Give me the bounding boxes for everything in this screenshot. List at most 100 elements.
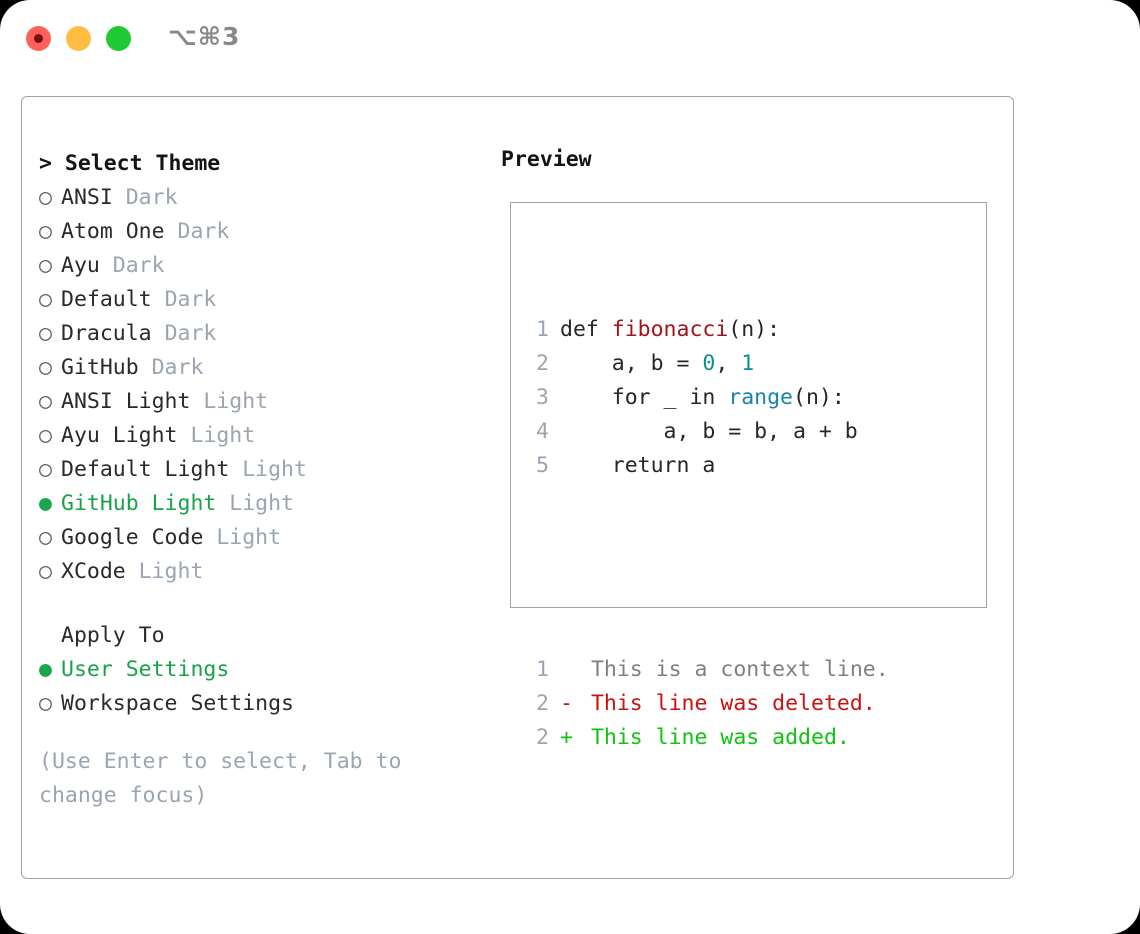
radio-unselected-icon: ○ (39, 691, 52, 716)
keyboard-shortcut-label: ⌥⌘3 (168, 22, 241, 51)
radio-unselected-icon: ○ (39, 355, 52, 380)
theme-name: Google Code (61, 525, 217, 550)
select-theme-heading: > Select Theme (39, 147, 479, 181)
apply-to-indent (39, 619, 61, 653)
code-token: a, b = b, a + b (560, 419, 858, 444)
theme-list-item[interactable]: ○ANSI Dark (39, 181, 479, 215)
radio-unselected-icon: ○ (39, 185, 52, 210)
apply-to-label: Workspace Settings (61, 691, 294, 716)
diff-line-body: + This line was added. (560, 725, 850, 750)
line-number: 4 (536, 419, 549, 444)
diff-line: 2 - This line was deleted. (527, 687, 889, 721)
keyboard-hint: (Use Enter to select, Tab to change focu… (39, 749, 415, 808)
theme-name: ANSI Light (61, 389, 204, 414)
theme-list-item[interactable]: ○Ayu Dark (39, 249, 479, 283)
line-number: 3 (536, 385, 549, 410)
code-token: range (728, 385, 794, 410)
theme-list-item[interactable]: ○Ayu Light Light (39, 419, 479, 453)
theme-name: Dracula (61, 321, 165, 346)
theme-name: GitHub (61, 355, 152, 380)
code-token: fibonacci (611, 317, 729, 342)
code-token: 0 (702, 351, 716, 376)
code-token: , (715, 351, 742, 376)
code-token: for _ in (560, 385, 729, 410)
diff-line: 1 This is a context line. (527, 653, 889, 687)
apply-to-heading: Apply To (39, 619, 479, 653)
code-token: (n): (728, 317, 781, 342)
theme-variant-badge: Dark (164, 287, 217, 312)
diff-lines: 1 This is a context line.2- This line wa… (527, 653, 889, 755)
theme-variant-badge: Light (242, 457, 307, 482)
diff-line-text: This is a context line. (578, 657, 889, 682)
code-line: 3 for _ in range(n): (527, 381, 889, 415)
theme-list-item[interactable]: ○ANSI Light Light (39, 385, 479, 419)
code-line: 5 return a (527, 449, 889, 483)
main-panel: > Select Theme ○ANSI Dark○Atom One Dark○… (21, 96, 1014, 879)
diff-line-body: This is a context line. (560, 657, 889, 682)
line-number: 5 (536, 453, 549, 478)
radio-unselected-icon: ○ (39, 525, 52, 550)
theme-list-item[interactable]: ○Atom One Dark (39, 215, 479, 249)
radio-selected-icon: ● (39, 491, 52, 516)
code-line: 2 a, b = 0, 1 (527, 347, 889, 381)
apply-to-label: User Settings (61, 657, 230, 682)
radio-unselected-icon: ○ (39, 219, 52, 244)
theme-list-item[interactable]: ●GitHub Light Light (39, 487, 479, 521)
apply-to-item[interactable]: ○ Workspace Settings (39, 687, 479, 721)
theme-list-item[interactable]: ○Dracula Dark (39, 317, 479, 351)
theme-name: XCode (61, 559, 139, 584)
close-window-button[interactable] (26, 26, 51, 51)
select-theme-heading-label: Select Theme (64, 151, 221, 176)
theme-list-item[interactable]: ○ Default Light Light (39, 453, 479, 487)
diff-marker: + (560, 725, 573, 750)
apply-to-heading-label: Apply To (61, 623, 165, 648)
radio-unselected-icon: ○ (39, 389, 52, 414)
theme-variant-badge: Dark (177, 219, 230, 244)
code-token: (n): (793, 385, 845, 410)
code-token: return a (560, 453, 716, 478)
radio-unselected-icon: ○ (39, 423, 52, 448)
line-number: 1 (536, 657, 549, 682)
code-token: 1 (741, 351, 755, 376)
maximize-window-button[interactable] (106, 26, 131, 51)
diff-marker (560, 653, 578, 687)
code-token: def (560, 317, 612, 342)
radio-unselected-icon: ○ (39, 253, 52, 278)
apply-to-item[interactable]: ● User Settings (39, 653, 479, 687)
theme-variant-badge: Dark (112, 253, 165, 278)
apply-to-list: ● User Settings ○ Workspace Settings (39, 653, 479, 721)
theme-variant-badge: Light (229, 491, 295, 516)
theme-name: Default Light (61, 457, 243, 482)
radio-unselected-icon: ○ (39, 457, 52, 482)
radio-unselected-icon: ○ (39, 287, 52, 312)
theme-picker-column: > Select Theme ○ANSI Dark○Atom One Dark○… (39, 147, 479, 813)
theme-variant-badge: Light (190, 423, 256, 448)
theme-variant-badge: Dark (125, 185, 178, 210)
minimize-window-button[interactable] (66, 26, 91, 51)
title-bar: ⌥⌘3 (0, 0, 1140, 78)
radio-unselected-icon: ○ (39, 321, 52, 346)
diff-line-body: - This line was deleted. (560, 691, 876, 716)
theme-list-item[interactable]: ○XCode Light (39, 555, 479, 589)
diff-line-text: This line was added. (578, 725, 850, 750)
theme-list: ○ANSI Dark○Atom One Dark○Ayu Dark○Defaul… (39, 181, 479, 589)
section-spacer (39, 589, 479, 619)
line-number: 2 (536, 691, 549, 716)
theme-list-item[interactable]: ○ GitHub Dark (39, 351, 479, 385)
theme-variant-badge: Dark (151, 355, 204, 380)
radio-selected-icon: ● (39, 657, 52, 682)
line-number: 1 (536, 317, 549, 342)
diff-line: 2 + This line was added. (527, 721, 889, 755)
theme-name: Default (61, 287, 165, 312)
theme-list-item[interactable]: ○ Default Dark (39, 283, 479, 317)
line-number: 2 (536, 725, 549, 750)
code-line: 1 def fibonacci(n): (527, 313, 889, 347)
theme-list-item[interactable]: ○Google Code Light (39, 521, 479, 555)
preview-heading: Preview (501, 147, 592, 172)
theme-variant-badge: Light (138, 559, 204, 584)
diff-marker: - (560, 691, 573, 716)
